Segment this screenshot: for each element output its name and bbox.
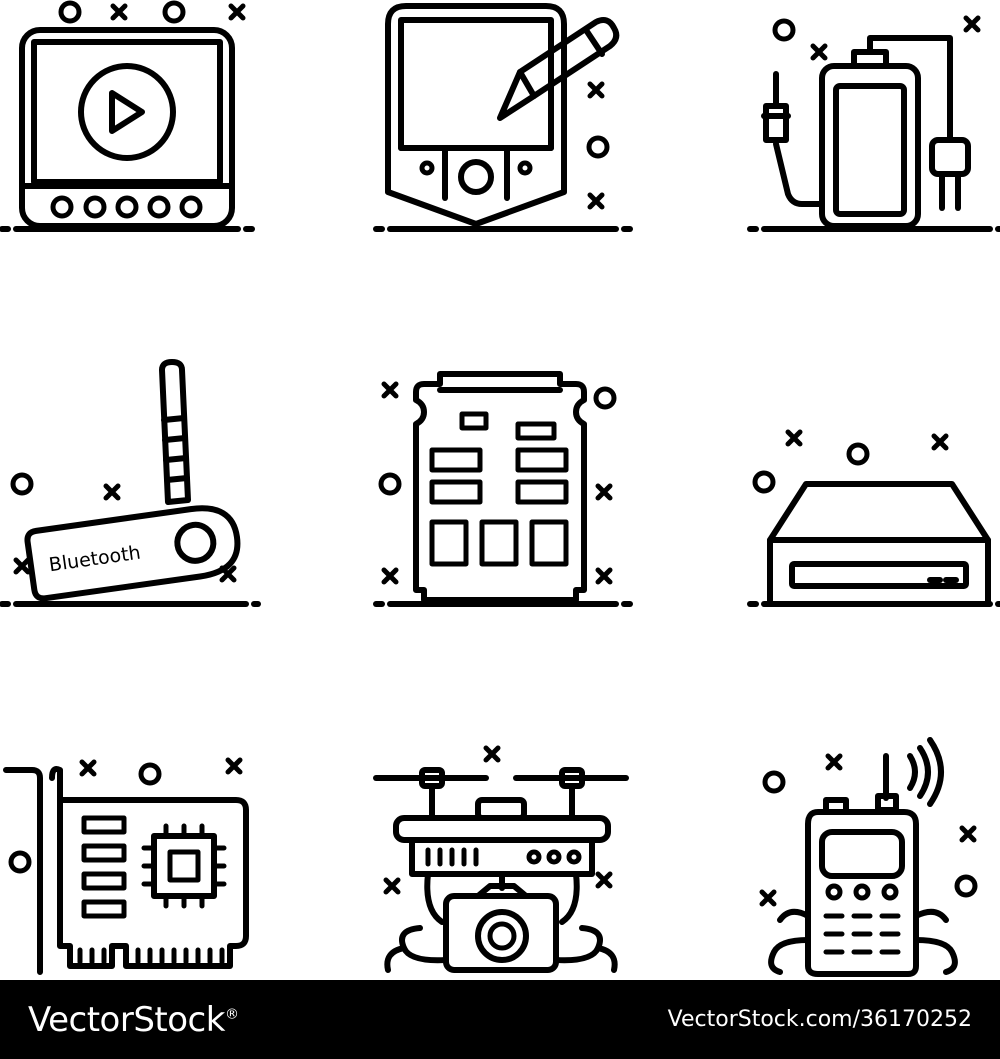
power-bank-icon <box>747 15 1000 232</box>
disc-drive-icon <box>747 429 1000 607</box>
bluetooth-label: Bluetooth <box>48 542 142 577</box>
bluetooth-adapter-icon: Bluetooth <box>0 359 261 607</box>
brand-text: VectorStock <box>28 999 225 1040</box>
icon-grid: Bluetooth <box>0 0 1000 977</box>
stock-id: VectorStock.com/36170252 <box>667 1007 972 1032</box>
watermark-footer: VectorStock® VectorStock.com/36170252 <box>0 980 1000 1059</box>
graphics-tablet-icon <box>373 3 633 232</box>
icon-sheet: Bluetooth <box>0 0 1000 977</box>
vectorstock-logo: VectorStock® <box>28 999 239 1040</box>
camera-drone-icon <box>373 745 629 973</box>
walkie-talkie-icon <box>759 737 978 977</box>
brand-registered-mark: ® <box>224 1006 239 1023</box>
pci-card-icon <box>3 757 249 975</box>
video-player-icon <box>0 0 255 232</box>
memory-card-icon <box>373 371 633 607</box>
